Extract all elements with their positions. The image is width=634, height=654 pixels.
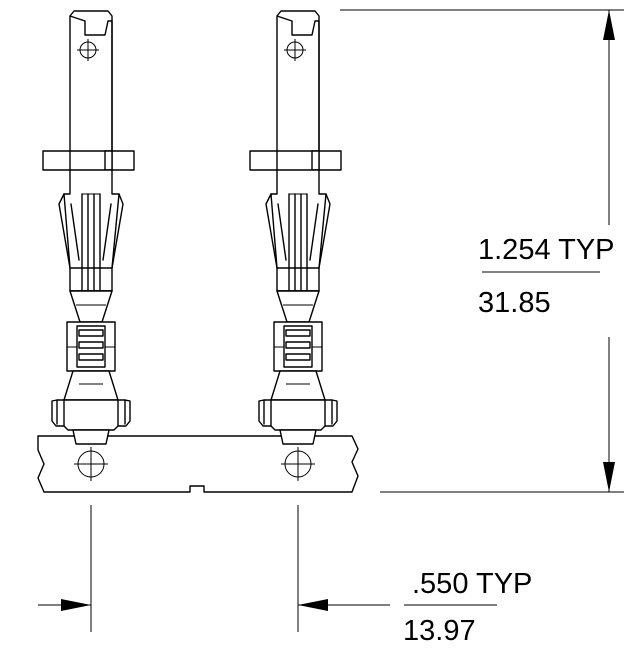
carrier-strip xyxy=(37,435,359,493)
height-dimension: 1.254 TYP 31.85 xyxy=(340,9,624,493)
pilot-hole-left xyxy=(74,447,108,481)
pitch-dimension: .550 TYP 13.97 xyxy=(38,505,532,647)
pitch-metric-label: 13.97 xyxy=(403,615,476,647)
height-metric-label: 31.85 xyxy=(478,287,551,319)
terminal-left xyxy=(42,10,135,445)
pitch-imperial-label: .550 TYP xyxy=(412,568,532,600)
pilot-hole-right xyxy=(281,447,315,481)
height-imperial-label: 1.254 TYP xyxy=(478,234,615,266)
terminal-right xyxy=(249,10,342,445)
